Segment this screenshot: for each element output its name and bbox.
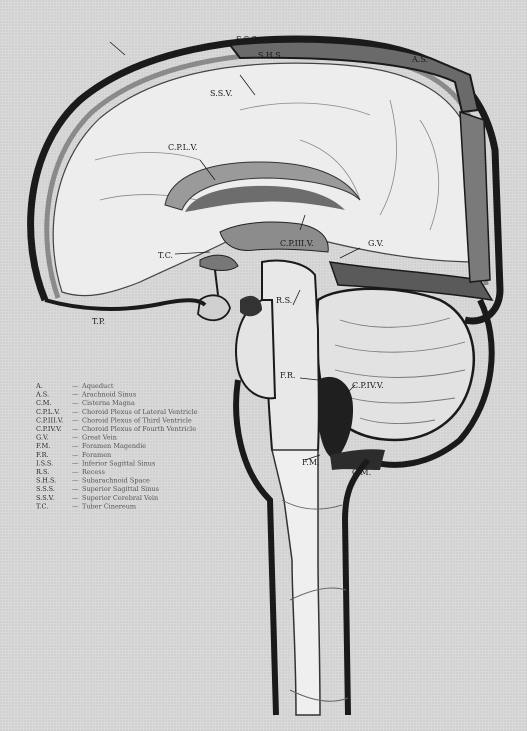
label-tc: T.C. [158,251,173,260]
label-gv: G.V. [368,239,384,248]
legend-code: F.R. [36,451,49,459]
label-as: A.S. [411,55,428,64]
legend-description: Choroid Plexus of Third Ventricle [82,416,192,424]
legend-separator: — [72,477,79,485]
label-shs: S.H.S. [258,51,283,60]
legend-code: C.P.III.V. [36,416,63,424]
pituitary [198,295,230,320]
legend-code: R.S. [36,468,49,476]
legend-separator: — [72,416,79,424]
legend-description: Superior Sagittal Sinus [82,485,159,493]
legend-separator: — [72,382,79,390]
legend-code: G.V. [36,434,49,442]
label-cpiiiv: C.P.III.V. [280,239,314,248]
label-fr: F.R. [280,371,295,380]
legend-code: C.P.IV.V. [36,425,62,433]
label-sss: S.S.S. [236,35,259,44]
legend-separator: — [72,494,79,502]
label-ssv: S.S.V. [210,89,232,98]
legend-description: Recess [82,468,105,476]
legend-code: I.S.S. [36,459,53,467]
legend-separator: — [72,442,79,450]
legend-description: Tuber Cinereum [82,502,136,510]
legend-description: Cisterna Magna [82,399,135,407]
legend-separator: — [72,391,79,399]
legend-description: Superior Cerebral Vein [82,494,158,502]
legend-code: S.S.S. [36,485,55,493]
label-hyp: T.P. [92,317,105,326]
legend-description: Foramen [82,451,111,459]
legend-description: Choroid Plexus of Fourth Ventricle [82,425,196,433]
legend-code: T.C. [36,502,48,510]
legend-code: C.M. [36,399,52,407]
legend-description: Great Vein [82,434,117,442]
legend-description: Arachnoid Sinus [81,391,136,399]
legend-separator: — [72,451,79,459]
label-cpivv: C.P.IV.V. [352,381,384,390]
legend-separator: — [72,485,79,493]
label-rs: R.S. [276,296,292,305]
label-cm: C.M. [352,468,371,477]
legend-code: A. [35,382,43,390]
label-fm: F.M. [302,458,320,467]
legend-separator: — [72,468,79,476]
legend-description: Subarachnoid Space [82,477,150,485]
legend-code: S.S.V. [36,494,54,502]
legend-separator: — [72,425,79,433]
legend-description: Aqueduct [81,382,114,390]
legend-separator: — [72,502,79,510]
legend-description: Foramen Magendie [82,442,146,450]
legend-separator: — [72,459,79,467]
legend-code: F.M. [36,442,50,450]
legend-description: Choroid Plexus of Lateral Ventricle [82,408,198,416]
label-cplv: C.P.L.V. [168,143,197,152]
legend-code: C.P.L.V. [36,408,60,416]
legend-code: S.H.S. [36,477,56,485]
legend-code: A.S. [35,391,49,399]
legend-description: Inferior Sagittal Sinus [82,459,155,467]
legend-separator: — [72,399,79,407]
legend-separator: — [72,434,79,442]
legend-separator: — [72,408,79,416]
